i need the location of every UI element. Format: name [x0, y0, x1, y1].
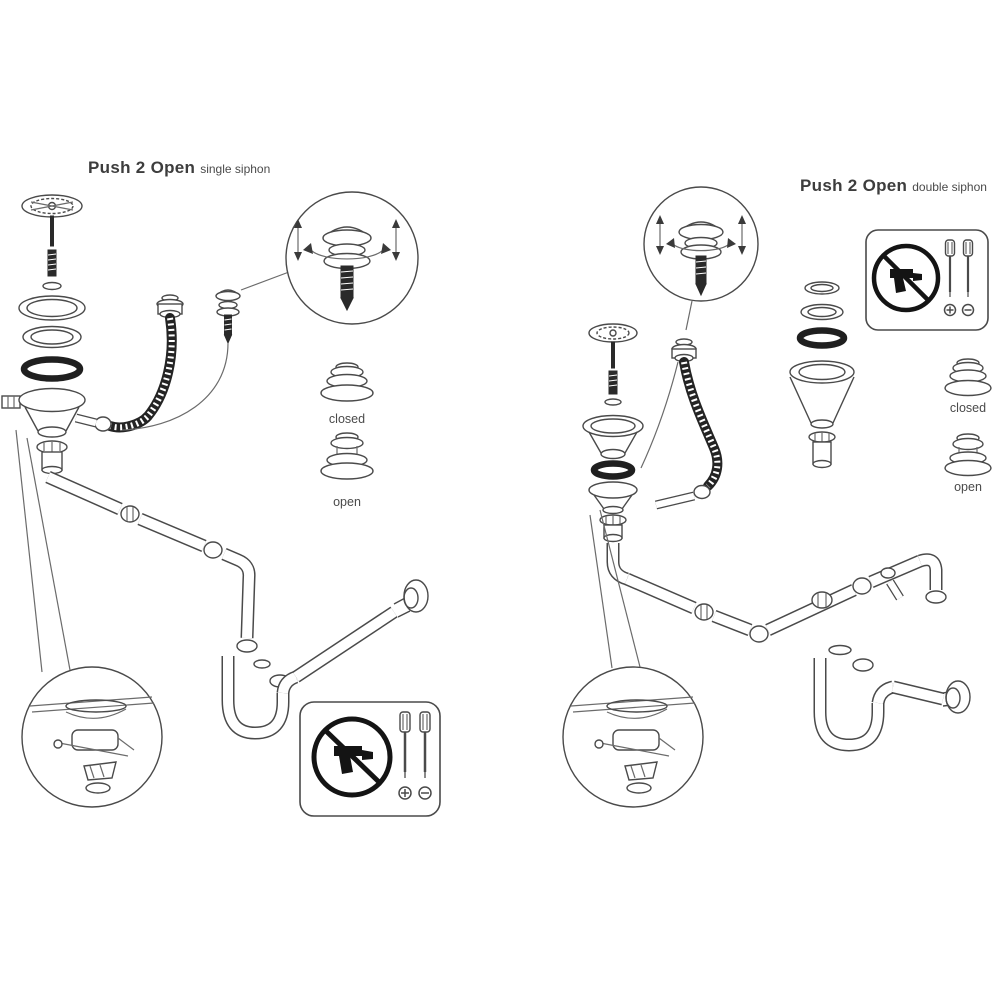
rubber-gasket-icon [590, 460, 636, 480]
lever-icon [594, 741, 670, 757]
right-underside-detail-circle [562, 666, 704, 808]
drill-icon [890, 269, 922, 293]
lever-icon [53, 741, 129, 757]
right-plug-closed-icon [944, 358, 992, 397]
right-siphon-piping [606, 543, 971, 752]
right-drain-plug-exploded [582, 323, 644, 543]
left-plug-closed-icon [320, 362, 374, 402]
left-push-button-detail-circle [285, 191, 419, 325]
control-cable-icon [121, 342, 229, 431]
right-plug-open-icon [944, 433, 992, 477]
right-title-sub: double siphon [912, 180, 987, 194]
left-title: Push 2 Open single siphon [88, 158, 270, 178]
prohibition-circle-icon [311, 716, 393, 798]
rubber-gasket-icon [20, 356, 84, 382]
left-title-main: Push 2 Open [88, 158, 196, 177]
right-push-button-detail-circle [643, 186, 759, 331]
drain-body-icon [18, 387, 86, 413]
right-no-drill-notice [865, 229, 989, 331]
screwdriver-flat-icon [418, 711, 432, 800]
control-cable-icon [640, 361, 679, 469]
drill-icon [334, 746, 373, 774]
left-closed-label: closed [328, 412, 366, 426]
right-title-main: Push 2 Open [800, 176, 908, 195]
right-funnel-exploded [789, 281, 855, 469]
left-open-label: open [333, 495, 361, 509]
wall-outlet-icon [945, 680, 971, 714]
right-title: Push 2 Open double siphon [800, 176, 987, 196]
left-overflow-hose [74, 294, 184, 433]
right-closed-label: closed [949, 401, 987, 415]
right-open-label: open [954, 480, 982, 494]
threaded-screw-icon [47, 249, 57, 277]
right-diagram [562, 186, 992, 808]
left-siphon-piping [45, 471, 429, 740]
rotate-arrow-icon [673, 244, 729, 252]
left-push-button-exploded [121, 271, 290, 431]
rotate-arrow-icon [311, 250, 383, 260]
prohibition-circle-icon [871, 243, 941, 313]
corrugated-hose-icon [679, 357, 723, 491]
left-underside-detail-circle [21, 666, 163, 808]
screwdriver-phillips-icon [943, 239, 957, 317]
screwdriver-flat-icon [961, 239, 975, 317]
left-plug-open-icon [320, 432, 374, 480]
left-drain-plug-exploded [1, 194, 86, 475]
screwdriver-phillips-icon [398, 711, 412, 800]
corrugated-hose-icon [105, 313, 177, 433]
left-no-drill-notice [299, 701, 441, 817]
rubber-gasket-icon [796, 327, 848, 349]
left-title-sub: single siphon [200, 162, 271, 176]
right-overflow-hose [640, 338, 723, 510]
left-diagram [1, 191, 441, 817]
